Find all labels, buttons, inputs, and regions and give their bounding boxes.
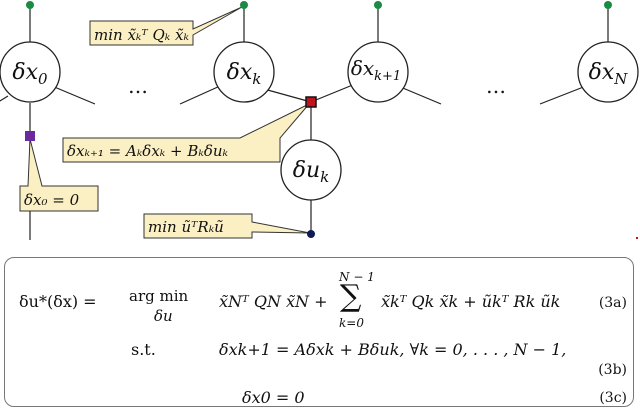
eq-number-3b: (3b): [598, 362, 627, 378]
eq-constraint-initial: δx0 = 0: [242, 388, 305, 407]
initial-factor-square: [25, 131, 35, 141]
eq-objective-a: x̃Nᵀ QN x̃N +: [219, 292, 328, 311]
eq-objective-b: x̃kᵀ Qk x̃k + ũkᵀ Rk ũk: [381, 292, 561, 311]
node-dxN-base: δx: [589, 60, 615, 85]
ellipsis-left: …: [128, 74, 148, 98]
state-cost-factor-dot: [374, 1, 382, 9]
callout-initial-text: δx₀ = 0: [24, 191, 80, 209]
dynamics-factor-square: [305, 96, 317, 108]
callout-dynamics-text: δxₖ₊₁ = Aₖδxₖ + Bₖδuₖ: [67, 142, 229, 160]
node-dxk: δxk: [213, 41, 275, 103]
svg-text:δuk: δuk: [293, 158, 330, 186]
svg-text:δx0: δx0: [12, 60, 48, 88]
node-dxN: δxN: [577, 41, 639, 103]
node-dx0: δx0: [0, 41, 61, 103]
eq-st: s.t.: [131, 340, 156, 359]
node-dxk1: δxk+1: [347, 41, 409, 103]
ellipsis-right: …: [486, 74, 506, 98]
eq-lhs: δu*(δx) =: [19, 292, 97, 311]
node-dxk-base: δx: [227, 60, 253, 85]
state-cost-factor-dot: [26, 1, 34, 9]
stray-mark: [636, 237, 638, 239]
eq-number-3c: (3c): [599, 390, 627, 406]
input-cost-factor-dot: [307, 230, 315, 238]
node-dxk1-sub: k+1: [374, 69, 401, 84]
node-dxk-sub: k: [252, 70, 261, 88]
state-cost-factor-dot: [604, 1, 612, 9]
eq-sum-lower: k=0: [339, 316, 364, 330]
callout-dynamics: δxₖ₊₁ = Aₖδxₖ + Bₖδuₖ: [62, 103, 310, 163]
node-duk: δuk: [280, 139, 342, 201]
eq-number-3a: (3a): [598, 295, 627, 311]
eq-sum-symbol: ∑: [340, 279, 362, 314]
callout-input-cost-text: min ũᵀRₖũ: [148, 218, 224, 236]
callout-input-cost: min ũᵀRₖũ: [143, 213, 311, 239]
equation-box: δu*(δx) = arg min δu x̃Nᵀ QN x̃N + N − 1…: [4, 257, 634, 407]
node-dxk1-base: δx: [351, 56, 374, 80]
node-dxN-sub: N: [613, 70, 628, 88]
eq-sum-upper: N − 1: [339, 270, 375, 284]
eq-argmin-var: δu: [154, 307, 173, 325]
node-dx0-base: δx: [12, 60, 38, 85]
state-cost-factor-dot: [240, 1, 248, 9]
svg-text:δxN: δxN: [589, 60, 629, 88]
node-dx0-sub: 0: [38, 70, 48, 88]
svg-text:δxk+1: δxk+1: [351, 56, 401, 84]
node-duk-base: δu: [293, 158, 320, 183]
callout-state-cost: min x̃ₖᵀ Qₖ x̃ₖ: [89, 6, 243, 46]
factor-graph-diagram: min x̃ₖᵀ Qₖ x̃ₖ δxₖ₊₁ = Aₖδxₖ + Bₖδuₖ δx…: [0, 1, 639, 240]
eq-argmin-top: arg min: [129, 287, 189, 305]
callout-initial: δx₀ = 0: [19, 138, 99, 212]
eq-constraint-dynamics: δxk+1 = Aδxk + Bδuk, ∀k = 0, . . . , N −…: [219, 340, 567, 359]
svg-text:δxk: δxk: [227, 60, 262, 88]
node-duk-sub: k: [320, 168, 329, 186]
callout-state-cost-text: min x̃ₖᵀ Qₖ x̃ₖ: [94, 26, 189, 44]
